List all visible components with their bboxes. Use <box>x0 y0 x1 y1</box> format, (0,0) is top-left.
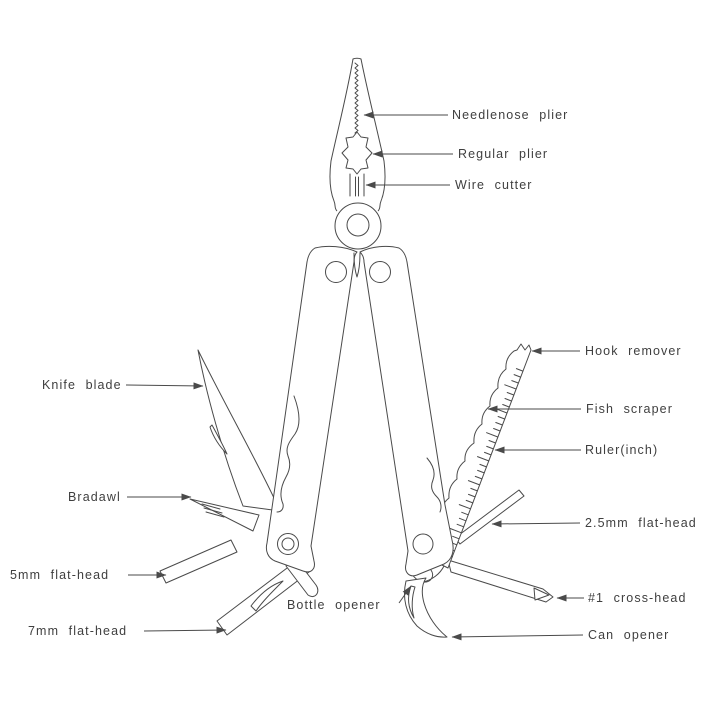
label-bradawl: Bradawl <box>68 490 121 504</box>
part-labels: Needlenose plier Regular plier Wire cutt… <box>10 108 697 642</box>
cross-head-tip <box>533 587 550 601</box>
lower-pivot-left-inner <box>281 537 295 551</box>
label-flat-head-5mm: 5mm flat-head <box>10 568 109 582</box>
can-opener-shape <box>403 577 448 638</box>
leader-can-opener <box>451 633 584 641</box>
left-handle <box>265 245 358 573</box>
right-grip-contour <box>426 457 442 513</box>
label-regular-plier: Regular plier <box>458 147 548 161</box>
label-fish-scraper: Fish scraper <box>586 402 673 416</box>
wire-cutter-slot <box>349 173 365 197</box>
label-wire-cutter: Wire cutter <box>455 178 533 192</box>
label-flat-head-25mm: 2.5mm flat-head <box>585 516 697 530</box>
flat-head-5mm-shape <box>159 539 238 584</box>
label-needlenose-plier: Needlenose plier <box>452 108 568 122</box>
left-grip-contour <box>276 395 300 513</box>
label-knife-blade: Knife blade <box>42 378 122 392</box>
leader-flat-head-7mm <box>143 626 227 634</box>
leader-knife-blade <box>125 382 204 390</box>
multitool-drawing <box>159 57 554 638</box>
pivot-ring-inner <box>346 213 370 237</box>
label-bottle-opener: Bottle opener <box>287 598 381 612</box>
knife-blade-shape <box>197 349 281 512</box>
regular-plier-serration <box>341 131 373 175</box>
right-handle-end-hole <box>412 533 434 555</box>
cross-head-shape <box>447 559 554 603</box>
bradawl-shape <box>189 498 260 532</box>
jaw-gap <box>353 252 361 278</box>
ruler-tick-marks <box>440 368 524 558</box>
leader-bottle-opener <box>398 585 412 604</box>
flat-head-7mm-slot <box>250 580 284 612</box>
bradawl-slot-hatch <box>201 503 225 518</box>
left-handle-hole <box>325 261 347 283</box>
right-handle <box>359 245 454 577</box>
label-cross-head-1: #1 cross-head <box>588 591 687 605</box>
label-can-opener: Can opener <box>588 628 669 642</box>
needlenose-serration <box>354 62 359 134</box>
label-flat-head-7mm: 7mm flat-head <box>28 624 127 638</box>
knife-nail-nick <box>209 424 228 455</box>
leader-lines <box>125 111 584 641</box>
leader-flat-head-25mm <box>491 520 581 528</box>
label-hook-remover: Hook remover <box>585 344 682 358</box>
label-ruler-inch: Ruler(inch) <box>585 443 658 457</box>
right-handle-hole <box>369 261 391 283</box>
